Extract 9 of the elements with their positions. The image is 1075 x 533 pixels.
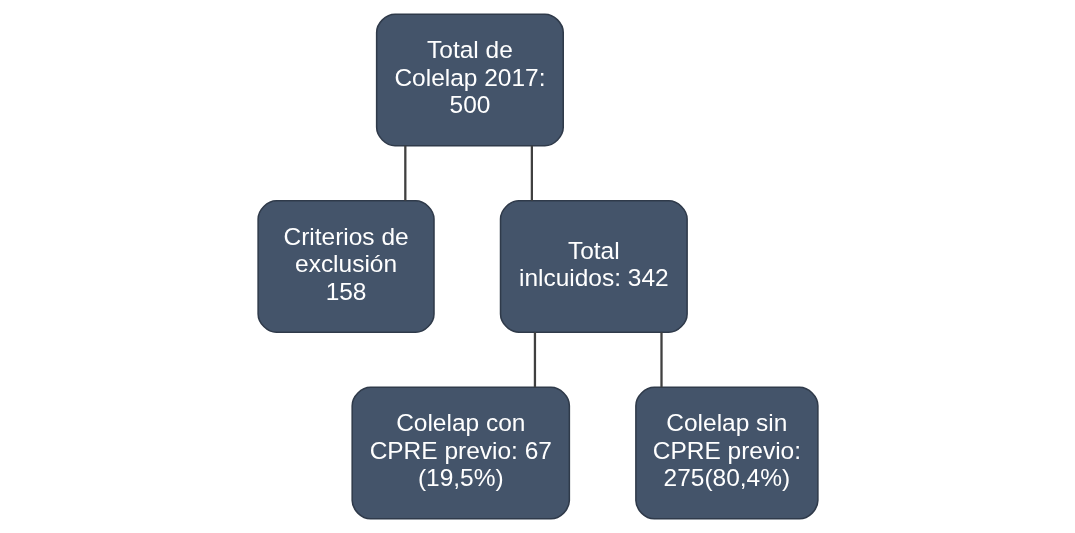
node-box: Criterios de exclusión 158 bbox=[256, 199, 435, 334]
node-box: Total inlcuidos: 342 bbox=[499, 199, 688, 334]
node-box: Colelap sin CPRE previo: 275(80,4%) bbox=[634, 386, 819, 520]
connector bbox=[403, 145, 406, 201]
connector bbox=[533, 332, 536, 388]
connector bbox=[530, 145, 533, 201]
node-box: Total de Colelap 2017: 500 bbox=[375, 13, 564, 147]
connector bbox=[659, 332, 663, 388]
node-box: Colelap con CPRE previo: 67 (19,5%) bbox=[350, 386, 570, 520]
